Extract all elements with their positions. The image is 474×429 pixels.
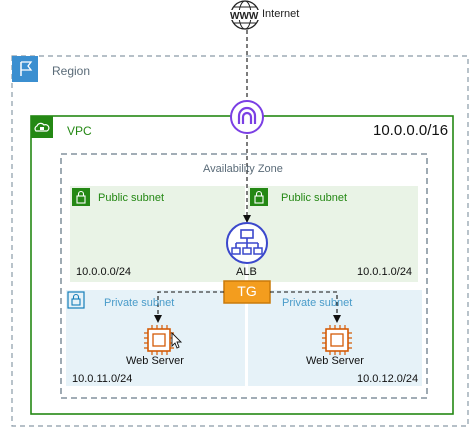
load-balancer-icon xyxy=(226,222,268,264)
region-label: Region xyxy=(52,64,91,78)
public-subnet-2-cidr: 10.0.1.0/24 xyxy=(357,266,413,278)
web-server-1-label: Web Server xyxy=(126,355,184,367)
tg-to-server-1-connector xyxy=(154,291,224,323)
tg-to-server-2-connector xyxy=(270,291,341,323)
svg-text:WWW: WWW xyxy=(230,11,259,22)
private-subnet-2-cidr: 10.0.12.0/24 xyxy=(357,373,419,385)
availability-zone-label: Availability Zone xyxy=(203,163,283,175)
public-subnet-2-box xyxy=(248,186,418,282)
cloud-lock-icon xyxy=(31,116,53,138)
flag-icon xyxy=(12,56,38,82)
target-group-label: TG xyxy=(237,283,257,299)
internet-gateway-icon xyxy=(230,100,264,134)
chip-icon xyxy=(322,325,352,355)
private-subnet-1-cidr: 10.0.11.0/24 xyxy=(72,373,133,385)
internet-label: Internet xyxy=(262,8,300,20)
vpc-cidr: 10.0.0.0/16 xyxy=(373,122,449,139)
vpc-label: VPC xyxy=(67,124,92,138)
public-subnet-1-label: Public subnet xyxy=(98,192,165,204)
chip-icon xyxy=(144,325,174,355)
web-server-2-label: Web Server xyxy=(306,355,364,367)
private-subnet-1-label: Private subnet xyxy=(104,297,175,309)
mouse-cursor-icon xyxy=(171,331,183,349)
lock-icon xyxy=(72,188,90,206)
lock-icon xyxy=(250,188,268,206)
availability-zone-box xyxy=(60,153,428,399)
alb-label: ALB xyxy=(236,266,257,278)
private-subnet-2-label: Private subnet xyxy=(282,297,353,309)
lock-icon xyxy=(67,291,85,309)
public-subnet-2-label: Public subnet xyxy=(281,192,348,204)
public-subnet-1-box xyxy=(70,186,245,282)
www-globe-icon: WWW xyxy=(228,0,262,30)
region-box xyxy=(11,55,469,427)
public-subnet-1-cidr: 10.0.0.0/24 xyxy=(76,266,132,278)
